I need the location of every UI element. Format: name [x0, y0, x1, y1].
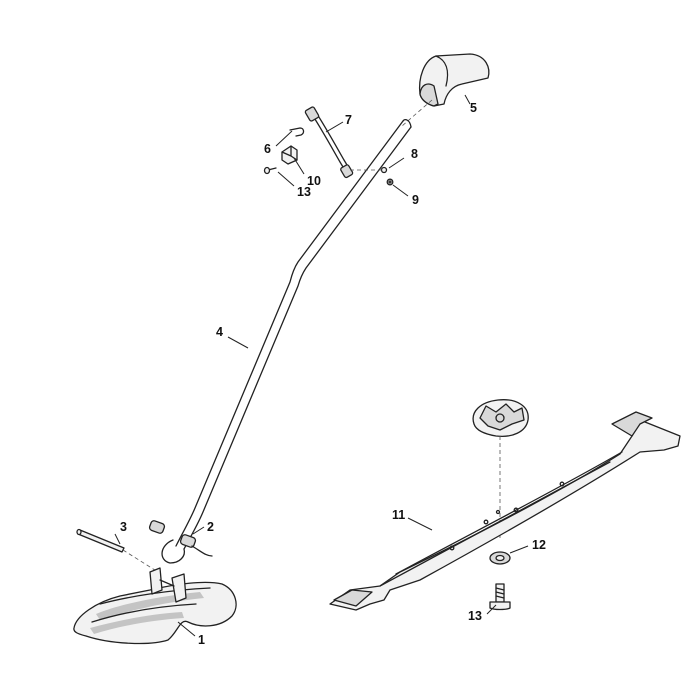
part-handle-bar[interactable] — [161, 119, 412, 564]
callout-13-lower: 13 — [468, 609, 482, 623]
callout-3: 3 — [120, 520, 127, 534]
part-blade[interactable] — [329, 411, 681, 611]
part-handle-grip[interactable] — [418, 53, 490, 107]
callout-11: 11 — [392, 508, 405, 522]
part-blade-adapter[interactable] — [472, 399, 529, 438]
callout-12: 12 — [532, 538, 546, 552]
callout-10: 10 — [307, 174, 321, 188]
part-screw-8[interactable] — [380, 166, 388, 174]
part-cable[interactable] — [304, 106, 354, 179]
callout-8: 8 — [411, 147, 418, 161]
part-connector[interactable] — [281, 145, 298, 165]
part-nut-9[interactable] — [386, 178, 394, 186]
leader-lines — [114, 94, 529, 637]
part-clip[interactable] — [289, 127, 305, 137]
callout-5: 5 — [470, 101, 477, 115]
part-washer[interactable] — [489, 551, 511, 565]
part-spring[interactable] — [148, 520, 213, 557]
part-rod[interactable] — [76, 528, 125, 553]
callout-7: 7 — [345, 113, 352, 127]
callout-labels: 1 2 3 4 5 6 7 8 9 10 11 12 13 13 — [120, 101, 546, 647]
callout-2: 2 — [207, 520, 214, 534]
part-blade-bolt[interactable] — [489, 583, 511, 611]
callout-9: 9 — [412, 193, 419, 207]
callout-6: 6 — [264, 142, 271, 156]
callout-1: 1 — [198, 633, 205, 647]
part-screw-upper[interactable] — [263, 166, 277, 175]
callout-13-upper: 13 — [297, 185, 311, 199]
part-deflector[interactable] — [73, 567, 237, 645]
callout-4: 4 — [216, 325, 223, 339]
